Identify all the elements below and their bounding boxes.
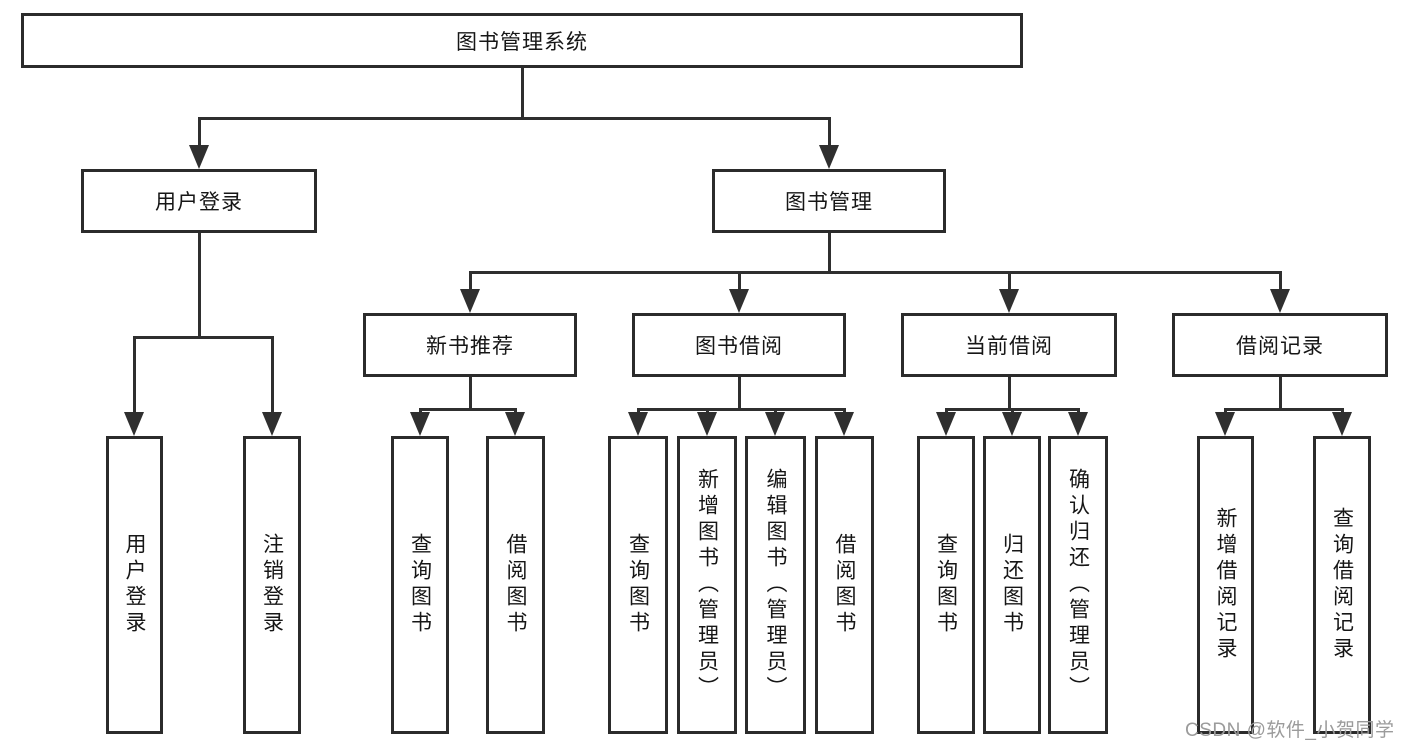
leaf-confirm-return-admin: 确认归还（管理员） [1048,436,1108,734]
connector-line [828,232,831,273]
connector-line [419,408,517,411]
arrowhead-down-icon [460,289,480,313]
leaf-query-books-recommend: 查询图书 [391,436,449,734]
leaf-query-books-current: 查询图书 [917,436,975,734]
connector-line [469,377,472,410]
node-user-login: 用户登录 [81,169,317,233]
connector-line [1008,377,1011,410]
arrowhead-down-icon [1215,412,1235,436]
leaf-user-login: 用户登录 [106,436,163,734]
arrowhead-down-icon [124,412,144,436]
arrowhead-down-icon [819,145,839,169]
connector-line [521,68,524,118]
node-library-management-system: 图书管理系统 [21,13,1023,68]
leaf-add-book-admin: 新增图书（管理员） [677,436,737,734]
arrowhead-down-icon [834,412,854,436]
leaf-return-books: 归还图书 [983,436,1041,734]
connector-line [198,233,201,338]
arrowhead-down-icon [410,412,430,436]
arrowhead-down-icon [628,412,648,436]
arrowhead-down-icon [1270,289,1290,313]
connector-line [738,377,741,410]
node-current-borrowing: 当前借阅 [901,313,1117,377]
leaf-logout: 注销登录 [243,436,301,734]
node-book-management: 图书管理 [712,169,946,233]
arrowhead-down-icon [262,412,282,436]
connector-line [133,336,274,339]
arrowhead-down-icon [729,289,749,313]
arrowhead-down-icon [1068,412,1088,436]
connector-line [637,408,846,411]
arrowhead-down-icon [189,145,209,169]
connector-line [828,117,831,151]
arrowhead-down-icon [936,412,956,436]
connector-line [1279,376,1282,410]
arrowhead-down-icon [697,412,717,436]
connector-line [469,271,1281,274]
connector-line [1008,271,1011,295]
node-borrowing-records: 借阅记录 [1172,313,1388,377]
arrowhead-down-icon [505,412,525,436]
connector-line [469,271,472,295]
leaf-edit-book-admin: 编辑图书（管理员） [745,436,806,734]
connector-line [133,336,136,418]
leaf-borrow-books-recommend: 借阅图书 [486,436,545,734]
leaf-borrow-books: 借阅图书 [815,436,874,734]
arrowhead-down-icon [1332,412,1352,436]
connector-line [1279,271,1282,295]
node-new-book-recommendation: 新书推荐 [363,313,577,377]
leaf-add-borrow-record: 新增借阅记录 [1197,436,1254,734]
arrowhead-down-icon [765,412,785,436]
connector-line [1224,408,1344,411]
node-book-borrowing: 图书借阅 [632,313,846,377]
arrowhead-down-icon [1002,412,1022,436]
arrowhead-down-icon [999,289,1019,313]
connector-line [738,271,741,295]
connector-line [198,117,201,151]
connector-line [198,117,831,120]
leaf-query-books-borrowing: 查询图书 [608,436,668,734]
leaf-query-borrow-record: 查询借阅记录 [1313,436,1371,734]
connector-line [271,336,274,418]
csdn-watermark: CSDN @软件_小贺同学 [1185,720,1395,741]
